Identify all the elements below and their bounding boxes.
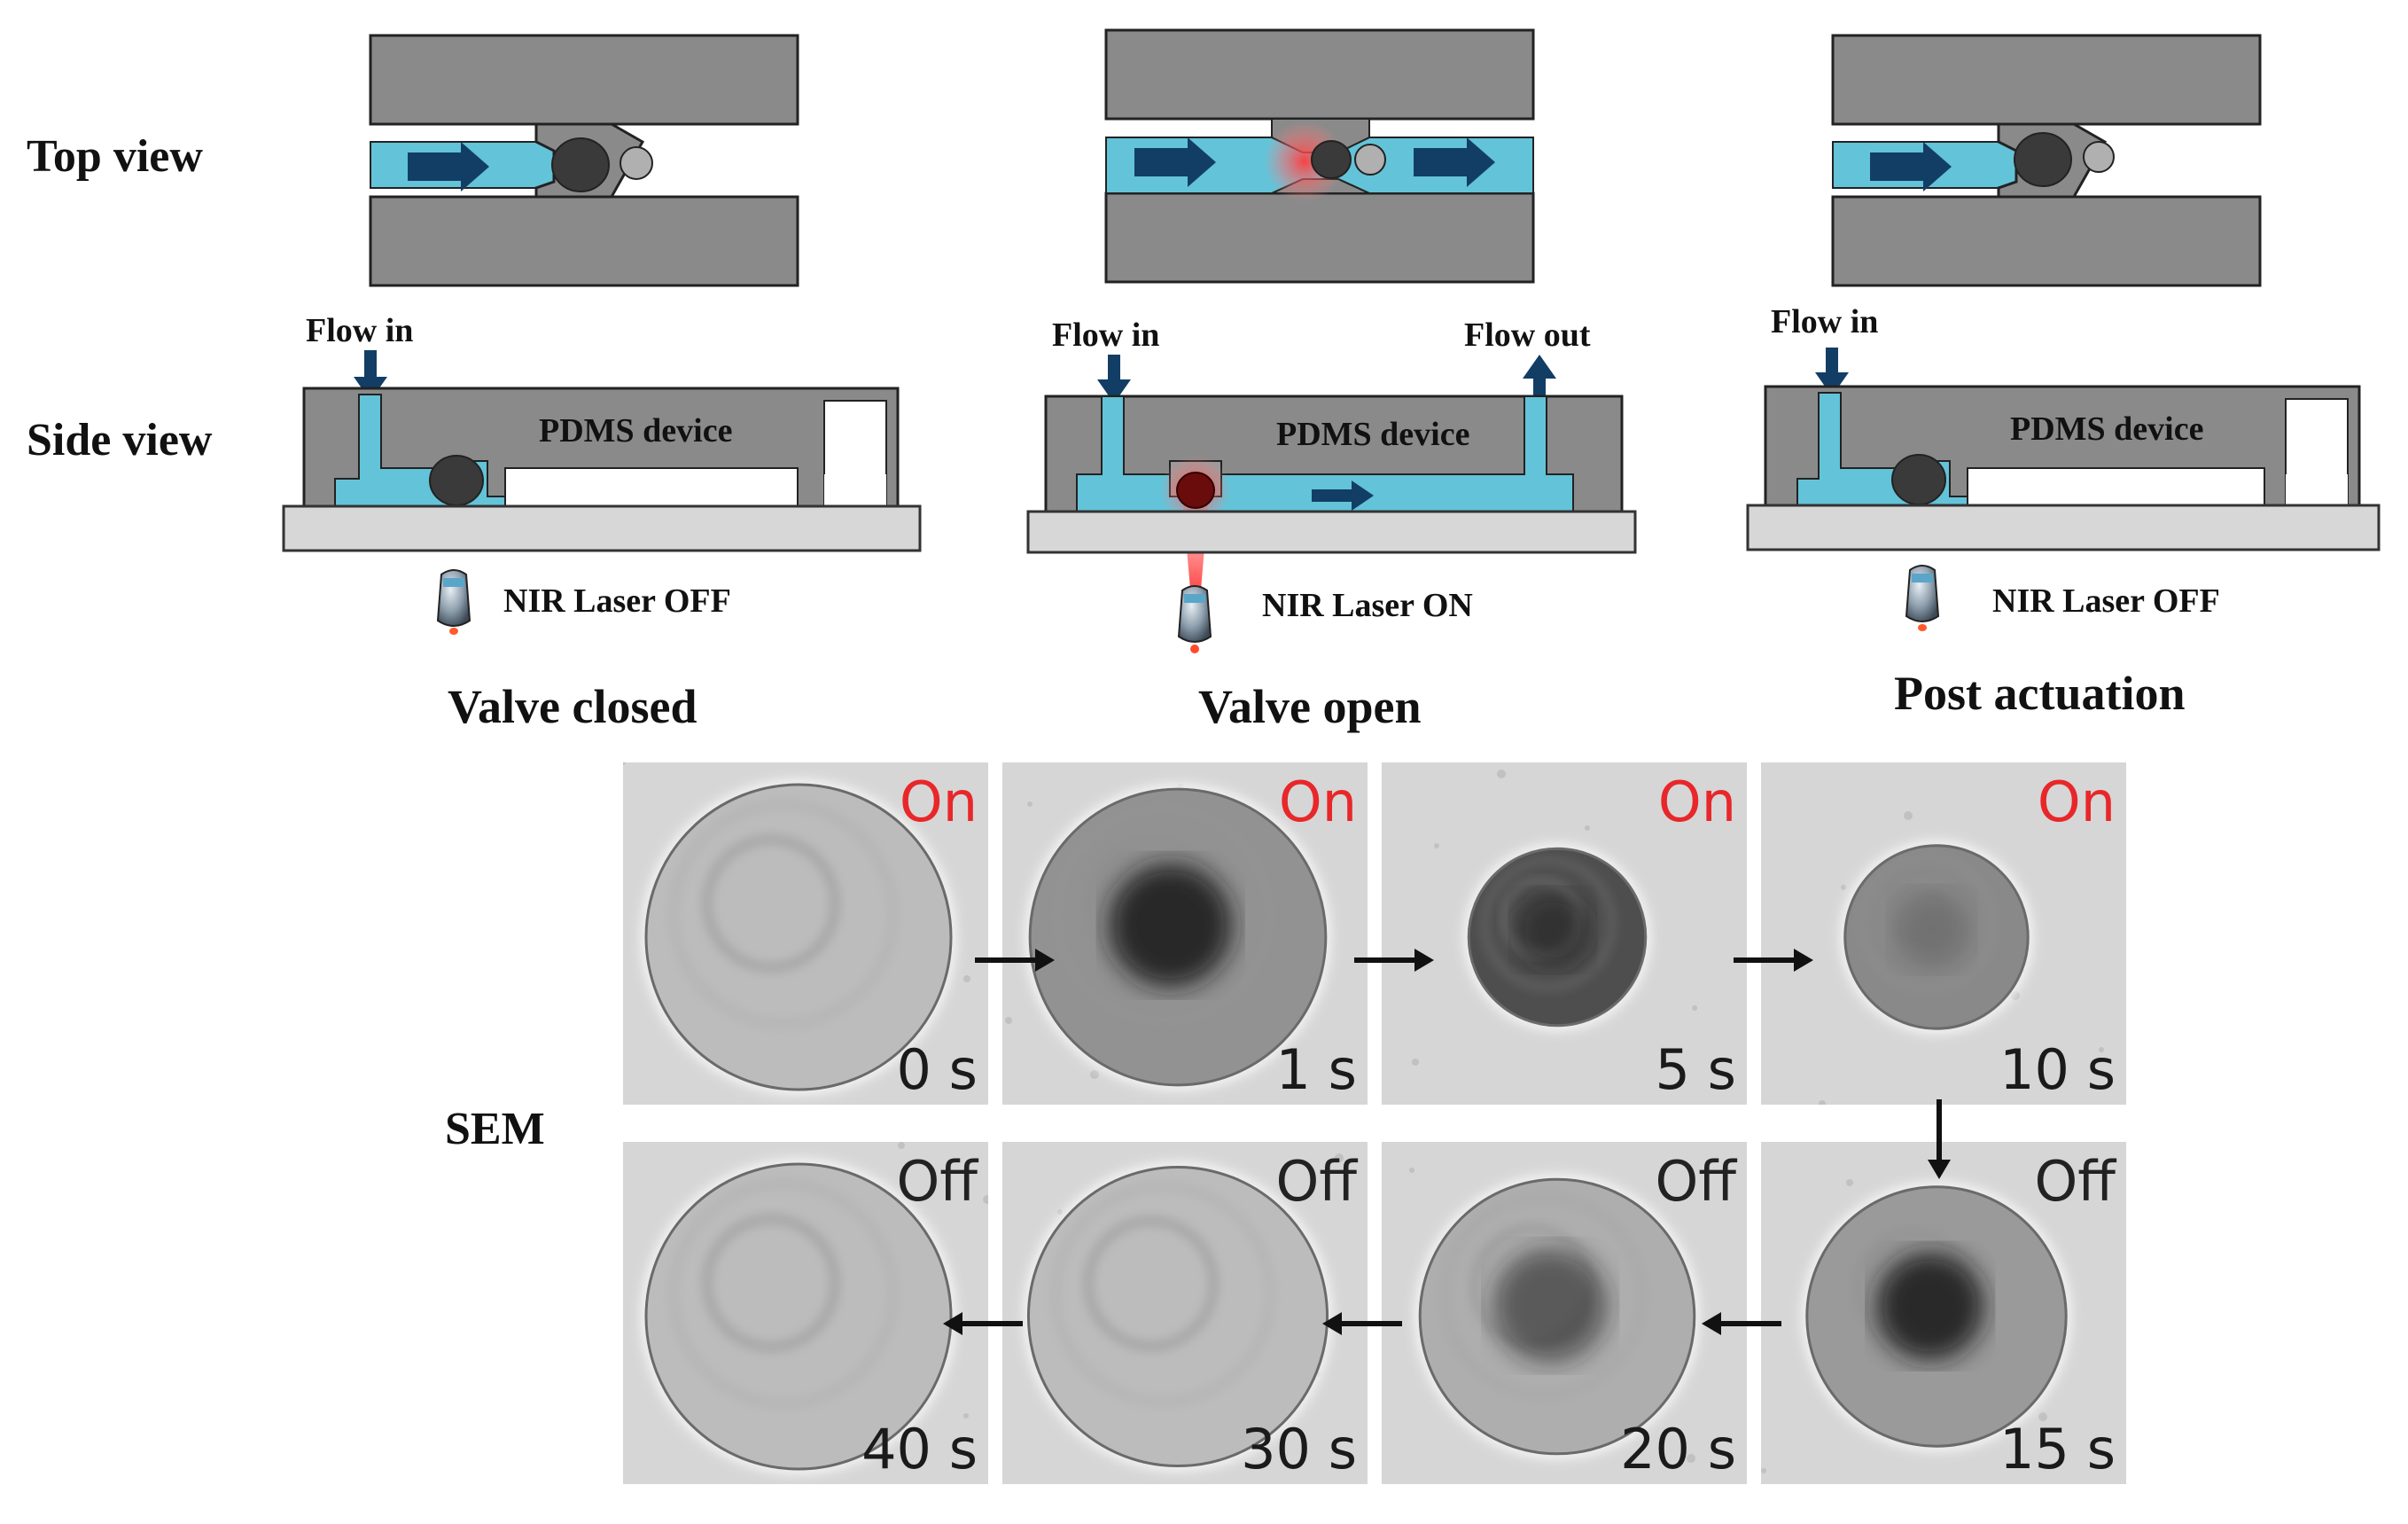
sequence-arrow-icon — [1734, 949, 1813, 972]
nir-laser-icon — [1177, 585, 1212, 653]
glass-substrate — [1026, 510, 1637, 554]
flow-arrow-icon — [1870, 142, 1952, 191]
panel-valve-closed: Flow in PDMS device NIR Laser OFF Valve … — [282, 34, 922, 733]
sem-image-grid: On 0 s On 1 s On 5 s On 10 s Off 15 s Off 20 s Off 30… — [623, 762, 2126, 1484]
side-view-post: Flow in PDMS device NIR Laser OFF — [1746, 303, 2381, 631]
sequence-arrow-icon — [1928, 1099, 1951, 1179]
device-label: PDMS device — [539, 412, 732, 449]
valve-bead — [1311, 140, 1352, 179]
laser-state-tag: Off — [1275, 1149, 1358, 1214]
flow-arrow-icon — [1414, 137, 1495, 187]
laser-state-tag: On — [900, 770, 978, 834]
device-label: PDMS device — [2010, 410, 2203, 448]
flow-out-arrow-icon — [1523, 355, 1556, 403]
time-stamp: 0 s — [897, 1037, 978, 1102]
valve-bead — [551, 137, 610, 192]
sem-frame: On 10 s — [1761, 762, 2126, 1105]
sem-frame: On 5 s — [1382, 762, 1747, 1105]
row-label-side-view: Side view — [27, 415, 213, 465]
top-view-open — [1104, 28, 1535, 284]
laser-state-label: NIR Laser OFF — [503, 582, 731, 620]
time-stamp: 40 s — [861, 1417, 978, 1481]
laser-state-tag: Off — [896, 1149, 978, 1214]
valve-bead — [2014, 132, 2072, 187]
flow-in-arrow-icon — [1815, 348, 1849, 396]
flow-in-label: Flow in — [1052, 317, 1159, 354]
sequence-arrow-icon — [1322, 1312, 1402, 1335]
time-stamp: 1 s — [1276, 1037, 1357, 1102]
row-label-sem: SEM — [445, 1104, 545, 1154]
valve-bead — [1891, 454, 1946, 505]
sem-frame: Off 20 s — [1382, 1142, 1747, 1484]
glass-substrate — [1746, 504, 2381, 551]
valve-bead — [1176, 472, 1215, 509]
flow-out-label: Flow out — [1464, 317, 1591, 354]
panel-valve-open: Flow in Flow out PDMS device NIR Laser O… — [1026, 28, 1637, 733]
laser-state-tag: On — [2038, 770, 2116, 834]
time-stamp: 5 s — [1656, 1037, 1736, 1102]
sequence-arrow-icon — [1702, 1312, 1781, 1335]
device-label: PDMS device — [1276, 416, 1469, 453]
flow-in-label: Flow in — [306, 312, 413, 349]
time-stamp: 20 s — [1620, 1417, 1736, 1481]
time-stamp: 30 s — [1241, 1417, 1357, 1481]
top-view-closed — [369, 34, 799, 287]
sequence-arrow-icon — [1354, 949, 1434, 972]
caption-valve-closed: Valve closed — [448, 680, 697, 733]
flow-arrow-icon — [408, 142, 489, 191]
flow-in-label: Flow in — [1771, 303, 1878, 340]
sem-frame: Off 30 s — [1002, 1142, 1368, 1484]
sem-sequence-arrows — [943, 949, 1951, 1335]
side-view-open: Flow in Flow out PDMS device NIR Laser O… — [1026, 317, 1637, 653]
glass-substrate — [282, 504, 922, 552]
time-stamp: 10 s — [1999, 1037, 2116, 1102]
sem-frame: On 0 s — [623, 762, 988, 1105]
flow-arrow-icon — [1312, 481, 1374, 511]
sem-frame: On 1 s — [1002, 762, 1368, 1105]
flow-arrow-icon — [1134, 137, 1216, 187]
laser-state-tag: Off — [2034, 1149, 2116, 1214]
row-label-top-view: Top view — [27, 131, 203, 182]
caption-post-actuation: Post actuation — [1894, 667, 2185, 720]
valve-bead — [429, 455, 484, 506]
nir-laser-icon — [436, 569, 471, 635]
nir-laser-icon — [1905, 565, 1940, 631]
sequence-arrow-icon — [975, 949, 1055, 972]
laser-state-tag: On — [1279, 770, 1357, 834]
flow-in-arrow-icon — [1097, 355, 1131, 403]
sem-frame: Off 40 s — [623, 1142, 988, 1484]
top-view-post — [1831, 34, 2262, 287]
side-view-closed: Flow in PDMS device NIR Laser OFF — [282, 312, 922, 635]
sem-frame: Off 15 s — [1761, 1142, 2126, 1484]
laser-state-label: NIR Laser OFF — [1992, 582, 2220, 620]
time-stamp: 15 s — [1999, 1417, 2116, 1481]
laser-state-tag: On — [1658, 770, 1736, 834]
sequence-arrow-icon — [943, 1312, 1023, 1335]
caption-valve-open: Valve open — [1198, 680, 1422, 733]
laser-state-label: NIR Laser ON — [1262, 587, 1473, 624]
panel-post-actuation: Flow in PDMS device NIR Laser OFF Post a… — [1746, 34, 2381, 720]
laser-state-tag: Off — [1655, 1149, 1737, 1214]
